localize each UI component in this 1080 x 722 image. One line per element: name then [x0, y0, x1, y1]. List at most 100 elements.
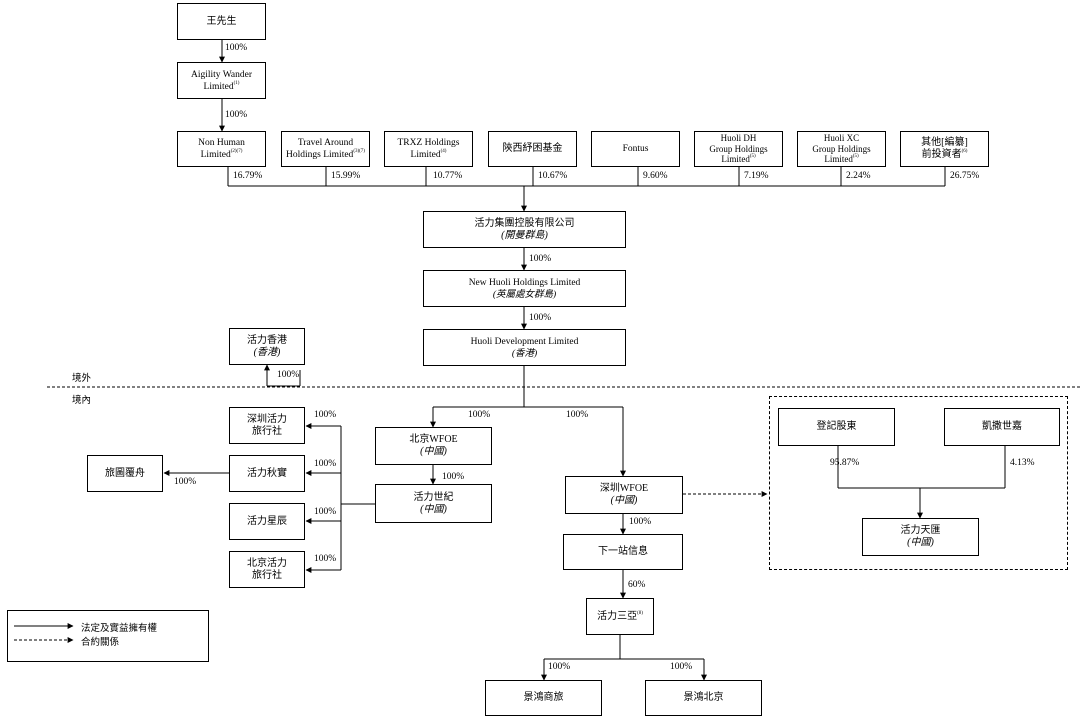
node-jhsl[interactable]: 景鴻商旅: [485, 680, 602, 716]
node-lvtu[interactable]: 旅圖覆舟: [87, 455, 163, 492]
pct-nonhuman: 16.79%: [233, 171, 263, 181]
legend: [7, 610, 209, 662]
pct-others: 26.75%: [950, 171, 980, 181]
pct-qiushi-lvtu: 100%: [174, 477, 197, 487]
node-group-l1: 活力集團控股有限公司: [474, 217, 575, 229]
node-group-l2: (開曼群島): [501, 229, 548, 241]
node-nonhuman-note: (2)(7): [230, 149, 243, 154]
pct-dev-hk: 100%: [277, 370, 300, 380]
node-bjtravel-l1: 北京活力: [247, 557, 287, 569]
node-huolixc-l2: Group Holdings: [812, 143, 871, 154]
pct-shiji-bjtravel: 100%: [314, 554, 337, 564]
node-hk-l1: 活力香港: [247, 334, 287, 346]
node-huolidh-l1: Huoli DH: [720, 133, 757, 144]
node-hk-l2: (香港): [253, 346, 281, 358]
node-bjwfoe-l1: 北京WFOE: [409, 434, 458, 445]
node-sztravel[interactable]: 深圳活力 旅行社: [229, 407, 305, 444]
node-xingchen-label: 活力星辰: [247, 515, 287, 527]
region-onshore: 境內: [72, 396, 92, 406]
pct-shiji-qiushi: 100%: [314, 459, 337, 469]
contractual-group-box: [769, 396, 1068, 570]
pct-shaanxi: 10.67%: [538, 171, 568, 181]
pct-group-newhuoli: 100%: [529, 254, 552, 264]
node-kaiche-label: 凱撒世嘉: [982, 421, 1022, 432]
node-newhuoli-l1: New Huoli Holdings Limited: [468, 277, 581, 288]
node-xingchen[interactable]: 活力星辰: [229, 503, 305, 540]
node-qiushi[interactable]: 活力秋實: [229, 455, 305, 492]
node-huolidh-l2: Group Holdings: [709, 143, 768, 154]
node-jhsl-label: 景鴻商旅: [523, 692, 564, 703]
legend-solid-label: 法定及實益擁有權: [81, 624, 158, 634]
node-travel-note: (3)(7): [353, 149, 365, 154]
pct-dev-szwfoe: 100%: [566, 410, 589, 420]
node-agility-l1: Aigility Wander: [190, 69, 253, 80]
node-jhbj[interactable]: 景鴻北京: [645, 680, 762, 716]
node-nextstop[interactable]: 下一站信息: [563, 534, 683, 570]
node-travel[interactable]: Travel Around Holdings Limited(3)(7): [281, 131, 370, 167]
node-bjtravel[interactable]: 北京活力 旅行社: [229, 551, 305, 588]
pct-sanya-jhbj: 100%: [670, 662, 693, 672]
node-others[interactable]: 其他[編纂] 前投資者(6): [900, 131, 989, 167]
node-others-l1: 其他[編纂]: [921, 137, 968, 148]
region-offshore: 境外: [72, 374, 92, 384]
pct-shiji-sztravel: 100%: [314, 410, 337, 420]
node-wang-label: 王先生: [206, 15, 237, 27]
node-shaanxi-label: 陝西紓困基金: [502, 143, 563, 154]
node-szwfoe-l1: 深圳WFOE: [599, 483, 649, 494]
node-szwfoe[interactable]: 深圳WFOE (中國): [565, 476, 683, 514]
node-dev-l1: Huoli Development Limited: [470, 336, 579, 347]
node-huolixc[interactable]: Huoli XC Group Holdings Limited(5): [797, 131, 886, 167]
pct-regsh-tianhui: 95.87%: [830, 458, 860, 468]
node-shiji[interactable]: 活力世紀 (中國): [375, 484, 492, 523]
pct-wang-agility: 100%: [225, 43, 248, 53]
node-huolidh[interactable]: Huoli DH Group Holdings Limited(5): [694, 131, 783, 167]
node-dev[interactable]: Huoli Development Limited (香港): [423, 329, 626, 366]
node-regsh-label: 登記股東: [816, 421, 857, 432]
pct-kaiche-tianhui: 4.13%: [1010, 458, 1035, 468]
node-shaanxi[interactable]: 陝西紓困基金: [488, 131, 577, 167]
node-fontus-label: Fontus: [622, 144, 649, 154]
node-travel-l2: Holdings Limited: [286, 150, 354, 160]
node-agility-l2: Limited: [203, 81, 234, 92]
node-trxz-l2: Limited: [410, 150, 441, 160]
node-agility-note: (1): [233, 80, 240, 86]
pct-bjwfoe-shiji: 100%: [442, 472, 465, 482]
pct-agility-nonhuman: 100%: [225, 110, 248, 120]
node-tianhui[interactable]: 活力天匯 (中國): [862, 518, 979, 556]
pct-szwfoe-nextstop: 100%: [629, 517, 652, 527]
node-travel-l1: Travel Around: [297, 138, 354, 148]
node-sanya-label: 活力三亞: [597, 610, 638, 622]
node-nextstop-label: 下一站信息: [598, 546, 648, 557]
node-dev-l2: (香港): [511, 348, 538, 359]
node-tianhui-l2: (中國): [907, 537, 934, 548]
node-others-l2: 前投資者: [921, 149, 962, 160]
node-bjwfoe[interactable]: 北京WFOE (中國): [375, 427, 492, 465]
node-sanya[interactable]: 活力三亞(8): [586, 598, 654, 635]
pct-huolidh: 7.19%: [744, 171, 769, 181]
node-agility[interactable]: Aigility Wander Limited(1): [177, 62, 266, 99]
node-wang[interactable]: 王先生: [177, 3, 266, 40]
node-lvtu-label: 旅圖覆舟: [105, 467, 145, 479]
node-newhuoli-l2: (英屬處女群島): [492, 289, 557, 300]
pct-trxz: 10.77%: [433, 171, 463, 181]
pct-sanya-jhsl: 100%: [548, 662, 571, 672]
node-fontus[interactable]: Fontus: [591, 131, 680, 167]
node-huolixc-note: (5): [852, 154, 859, 160]
node-kaiche[interactable]: 凱撒世嘉: [944, 408, 1060, 446]
pct-nextstop-sanya: 60%: [628, 580, 646, 590]
node-huolixc-l1: Huoli XC: [823, 133, 860, 144]
node-qiushi-label: 活力秋實: [247, 467, 287, 479]
node-hk[interactable]: 活力香港 (香港): [229, 328, 305, 365]
node-nonhuman[interactable]: Non Human Limited(2)(7): [177, 131, 266, 167]
node-huolidh-l3: Limited: [721, 154, 750, 165]
node-newhuoli[interactable]: New Huoli Holdings Limited (英屬處女群島): [423, 270, 626, 307]
node-jhbj-label: 景鴻北京: [683, 692, 724, 703]
node-trxz[interactable]: TRXZ Holdings Limited(4): [384, 131, 473, 167]
node-group[interactable]: 活力集團控股有限公司 (開曼群島): [423, 211, 626, 248]
node-sanya-note: (8): [637, 610, 643, 616]
node-sztravel-l2: 旅行社: [252, 425, 282, 437]
node-trxz-note: (4): [440, 149, 447, 154]
node-shiji-l2: (中國): [420, 503, 447, 515]
node-regsh[interactable]: 登記股東: [778, 408, 895, 446]
